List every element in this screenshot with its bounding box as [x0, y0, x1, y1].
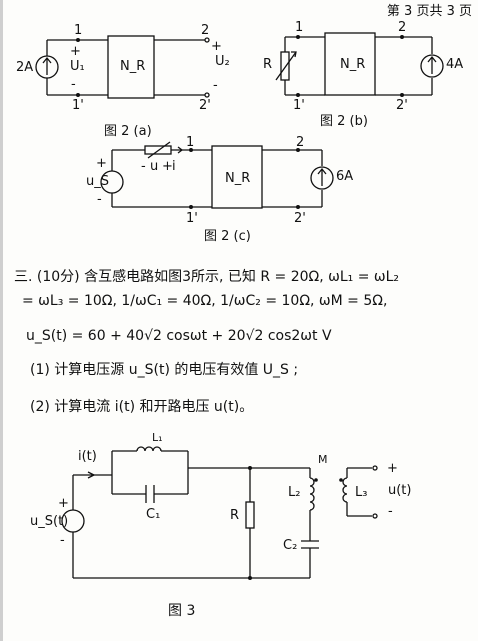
fig3-M-label: M — [318, 453, 328, 466]
fig2b-box-label: N_R — [340, 57, 366, 72]
fig3-plus: + — [58, 496, 69, 511]
fig2c-node1: 1 — [186, 135, 195, 150]
fig2a-node2p: 2' — [199, 98, 211, 113]
fig2c-caption: 图 2 (c) — [204, 229, 251, 244]
fig2b-circuit — [275, 32, 444, 97]
fig2a-circuit — [35, 35, 210, 99]
fig3-C1-label: C₁ — [146, 507, 161, 522]
fig3-L1-label: L₁ — [152, 431, 163, 444]
fig2b-node1p: 1' — [293, 98, 305, 113]
fig2a-node1p: 1' — [72, 98, 84, 113]
fig2a-voltage2: U₂ — [215, 54, 230, 69]
fig2c-source2-label: 6A — [336, 169, 354, 184]
fig3-source-label: u_S(t) — [30, 514, 69, 529]
fig3-circuit — [61, 446, 378, 580]
fig3-inductor-L3 — [342, 477, 348, 503]
fig2a-source-label: 2A — [16, 60, 34, 75]
fig2c-box-label: N_R — [225, 171, 251, 186]
fig3-inductor-L2 — [309, 477, 315, 511]
fig2c-node1p: 1' — [186, 211, 198, 226]
fig3-output-minus: - — [388, 504, 393, 519]
fig2b-resistor-label: R — [263, 57, 273, 72]
problem3-line2: = ωL₃ = 10Ω, 1/ωC₁ = 40Ω, 1/ωC₂ = 10Ω, ω… — [22, 293, 388, 309]
fig3-caption: 图 3 — [168, 603, 196, 619]
fig3-current-label: i(t) — [78, 449, 97, 464]
fig3-resistor-R — [245, 501, 255, 529]
fig2a-caption: 图 2 (a) — [104, 124, 152, 139]
fig2b-caption: 图 2 (b) — [320, 114, 368, 129]
fig2c-current-source — [310, 166, 334, 190]
fig2c-node2p: 2' — [294, 211, 306, 226]
fig2a-plus: + — [70, 44, 81, 59]
fig2a-voltage1: U₁ — [70, 59, 85, 74]
fig2c-node2: 2 — [296, 135, 305, 150]
fig3-R-label: R — [230, 508, 240, 523]
problem3-question2: (2) 计算电流 i(t) 和开路电压 u(t)。 — [30, 399, 254, 415]
fig2a-network-box — [107, 35, 155, 99]
fig2a-plus2: + — [211, 39, 222, 54]
fig2c-current-label: i — [172, 159, 176, 174]
fig2c-source-label: u_S — [86, 174, 109, 189]
fig2a-minus2: - — [213, 78, 218, 93]
fig3-minus: - — [60, 533, 65, 548]
fig2a-minus: - — [71, 77, 76, 92]
fig3-output-plus: + — [387, 461, 398, 476]
fig3-L2-label: L₂ — [288, 485, 301, 500]
fig3-inductor-L1 — [136, 446, 162, 452]
fig2a-box-label: N_R — [120, 59, 146, 74]
fig3-output-label: u(t) — [388, 483, 412, 498]
fig3-L3-label: L₃ — [355, 485, 368, 500]
problem3-line1: 三. (10分) 含互感电路如图3所示, 已知 R = 20Ω, ωL₁ = ω… — [14, 269, 400, 285]
fig2c-plus: + — [96, 156, 107, 171]
fig2b-network-box — [324, 32, 376, 96]
scan-left-edge — [0, 0, 3, 641]
page-header: 第 3 页共 3 页 — [386, 4, 472, 19]
fig2b-node2: 2 — [398, 20, 407, 35]
problem3-question1: (1) 计算电压源 u_S(t) 的电压有效值 U_S ; — [30, 362, 299, 378]
fig2b-source-label: 4A — [446, 57, 464, 72]
fig2b-node2p: 2' — [396, 98, 408, 113]
fig2b-variable-resistor — [280, 51, 290, 81]
fig2b-node1: 1 — [295, 20, 304, 35]
fig2c-element-label: u — [150, 159, 159, 174]
problem3-line3: u_S(t) = 60 + 40√2 cosωt + 20√2 cos2ωt V — [26, 328, 332, 344]
fig3-C2-label: C₂ — [283, 538, 298, 553]
fig2c-circuit — [100, 141, 334, 209]
fig2a-node1: 1 — [74, 23, 83, 38]
fig2c-plus2: + — [162, 159, 173, 174]
fig2c-minus: - — [97, 192, 102, 207]
fig2a-node2: 2 — [201, 23, 210, 38]
fig2c-minus2: - — [141, 159, 146, 174]
fig2b-current-source — [420, 54, 444, 78]
fig2c-network-box — [211, 145, 263, 209]
